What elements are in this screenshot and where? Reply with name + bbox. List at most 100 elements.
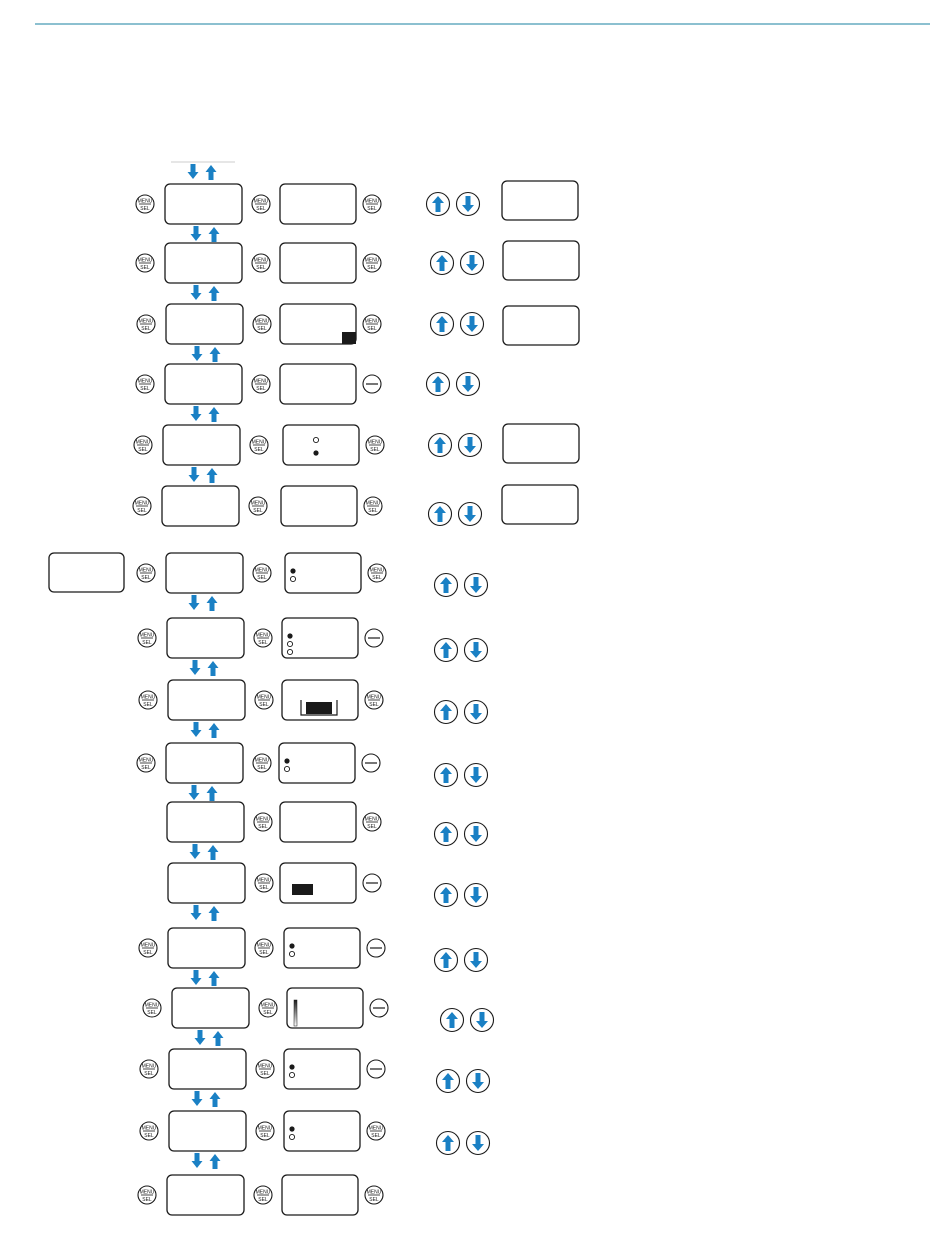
up-arrow-button-icon[interactable] [433,762,459,788]
down-arrow-button-icon[interactable] [465,1130,491,1156]
minus-button-icon[interactable] [361,753,381,773]
value-frame [300,700,338,716]
up-arrow-button-icon[interactable] [433,699,459,725]
down-arrow-button-icon[interactable] [459,311,485,337]
minus-button-icon[interactable] [366,938,386,958]
minus-button-icon[interactable] [366,1059,386,1079]
down-arrow-button-icon[interactable] [463,947,489,973]
minus-button-icon[interactable] [362,374,382,394]
up-arrow-button-icon[interactable] [433,882,459,908]
down-arrow-button-icon[interactable] [459,250,485,276]
option-dot-filled [284,758,290,764]
svg-text:MENU: MENU [251,501,266,507]
svg-text:SEL: SEL [256,206,266,212]
up-arrow-button-icon[interactable] [433,821,459,847]
down-arrow-button-icon[interactable] [463,882,489,908]
up-arrow-button-icon[interactable] [427,501,453,527]
minus-button-icon[interactable] [369,998,389,1018]
down-arrow-button-icon[interactable] [455,371,481,397]
up-arrow-button-icon[interactable] [439,1007,465,1033]
svg-text:MENU: MENU [255,758,270,764]
menu-display-right [278,742,356,784]
up-arrow-button-icon[interactable] [433,947,459,973]
svg-text:SEL: SEL [141,765,151,771]
up-arrow-button-icon[interactable] [433,572,459,598]
down-arrow-button-icon[interactable] [457,432,483,458]
svg-text:SEL: SEL [142,640,152,646]
minus-button-icon[interactable] [362,873,382,893]
svg-text:SEL: SEL [257,575,267,581]
minus-button-icon[interactable] [364,628,384,648]
up-arrow-button-icon[interactable] [433,637,459,663]
up-arrow-button-icon[interactable] [425,191,451,217]
down-arrow-button-icon[interactable] [463,699,489,725]
up-arrow-icon [208,407,220,422]
svg-text:SEL: SEL [369,1197,379,1203]
down-arrow-button-icon[interactable] [463,762,489,788]
down-arrow-button-icon[interactable] [457,501,483,527]
up-arrow-button-icon[interactable] [427,432,453,458]
down-arrow-button-icon[interactable] [463,637,489,663]
down-arrow-button-icon[interactable] [463,821,489,847]
up-arrow-button-icon[interactable] [425,371,451,397]
svg-text:SEL: SEL [258,824,268,830]
svg-text:MENU: MENU [365,258,380,264]
down-arrow-button-icon[interactable] [465,1068,491,1094]
down-arrow-button-icon[interactable] [469,1007,495,1033]
svg-text:MENU: MENU [139,319,154,325]
down-arrow-button-icon[interactable] [463,572,489,598]
svg-text:SEL: SEL [260,1133,270,1139]
down-arrow-button-icon[interactable] [455,191,481,217]
up-arrow-button-icon[interactable] [435,1130,461,1156]
up-arrow-icon [212,1031,224,1046]
up-arrow-button-icon[interactable] [429,250,455,276]
menu-display-left [167,927,246,969]
svg-text:SEL: SEL [147,1010,157,1016]
down-arrow-icon [190,285,202,300]
up-arrow-button-icon[interactable] [435,1068,461,1094]
up-arrow-button-icon[interactable] [429,311,455,337]
